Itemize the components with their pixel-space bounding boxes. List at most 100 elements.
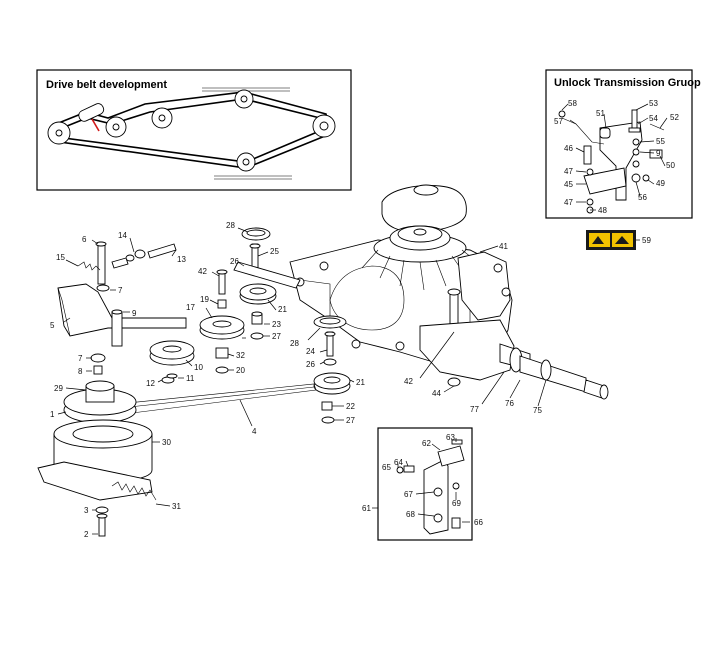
callout-61: 61 bbox=[362, 504, 371, 513]
callout-17: 17 bbox=[186, 303, 195, 312]
callout-49: 49 bbox=[656, 179, 665, 188]
nut-22 bbox=[321, 401, 333, 411]
callout-26-b: 26 bbox=[306, 360, 315, 369]
callout-26-a: 26 bbox=[230, 257, 239, 266]
callout-46: 46 bbox=[564, 144, 573, 153]
callout-9: 9 bbox=[132, 309, 137, 318]
callout-47-b: 47 bbox=[564, 198, 573, 207]
rear-axle bbox=[499, 343, 609, 400]
spacer-26-a bbox=[233, 261, 301, 289]
callout-11: 11 bbox=[186, 374, 195, 383]
callout-12: 12 bbox=[146, 379, 155, 388]
callout-4: 4 bbox=[252, 427, 257, 436]
callout-65: 65 bbox=[382, 463, 391, 472]
callout-53: 53 bbox=[649, 99, 658, 108]
nut-44 bbox=[447, 377, 461, 387]
callout-42-a: 42 bbox=[198, 267, 207, 276]
nut-7-a bbox=[96, 284, 110, 292]
unlock-knob-51 bbox=[599, 127, 611, 139]
nut-20 bbox=[215, 366, 229, 374]
callout-66: 66 bbox=[474, 518, 483, 527]
callout-50: 50 bbox=[666, 161, 675, 170]
callout-14: 14 bbox=[118, 231, 127, 240]
unlock-washer-58 bbox=[558, 110, 566, 118]
screw-63 bbox=[451, 439, 463, 445]
callout-27-b: 27 bbox=[346, 416, 355, 425]
axle-shaft bbox=[519, 355, 587, 393]
callout-20: 20 bbox=[236, 366, 245, 375]
callout-58: 58 bbox=[568, 99, 577, 108]
unlock-bolt-53 bbox=[631, 109, 638, 129]
axle-collar-76 bbox=[540, 359, 552, 381]
callout-8: 8 bbox=[78, 367, 83, 376]
spacer-66 bbox=[451, 517, 461, 529]
drive-belt-inset-title: Drive belt development bbox=[46, 79, 167, 91]
callout-31: 31 bbox=[172, 502, 181, 511]
unlock-bolt-50 bbox=[649, 149, 663, 159]
warning-decal-icon: 59 bbox=[586, 230, 651, 250]
callout-22: 22 bbox=[346, 402, 355, 411]
belt-tensioner-arm bbox=[78, 103, 105, 122]
callout-62: 62 bbox=[422, 439, 431, 448]
drive-belt-4: 4 bbox=[117, 383, 317, 436]
bolt-42-a bbox=[218, 271, 226, 295]
spring-31 bbox=[111, 481, 157, 501]
callout-13: 13 bbox=[177, 255, 186, 264]
callout-77: 77 bbox=[470, 405, 479, 414]
unlock-bracket bbox=[599, 121, 643, 201]
callout-69: 69 bbox=[452, 499, 461, 508]
callout-21-a: 21 bbox=[278, 305, 287, 314]
switch-bracket-68 bbox=[423, 459, 449, 535]
unlock-lever bbox=[561, 117, 605, 145]
belt-marker bbox=[91, 118, 100, 132]
callout-54: 54 bbox=[649, 114, 658, 123]
nut-8 bbox=[93, 365, 103, 375]
upper-idler-group: 28 25 26 42 19 21 17 23 27 32 20 28 24 2… bbox=[186, 221, 365, 425]
spacer-26-b bbox=[323, 358, 337, 366]
unlock-transmission-inset: Unlock Transmission Gruop bbox=[545, 69, 701, 219]
callout-30: 30 bbox=[162, 438, 171, 447]
callout-28-a: 28 bbox=[226, 221, 235, 230]
washer-14 bbox=[134, 249, 146, 259]
switch-hole-67 bbox=[433, 487, 443, 497]
nut-12 bbox=[166, 373, 178, 379]
callout-23: 23 bbox=[272, 320, 281, 329]
transmission-assembly: 41 42 44 77 76 75 bbox=[289, 184, 609, 415]
callout-19: 19 bbox=[200, 295, 209, 304]
bolt-13 bbox=[147, 243, 177, 259]
nut-32 bbox=[215, 347, 229, 359]
callout-15: 15 bbox=[56, 253, 65, 262]
bolt-6 bbox=[97, 243, 106, 285]
tensioner-bracket-5 bbox=[57, 283, 187, 337]
callout-10: 10 bbox=[194, 363, 203, 372]
tensioner-group: 6 14 15 13 7 5 9 7 8 10 11 12 bbox=[50, 231, 203, 388]
callout-42-b: 42 bbox=[404, 377, 413, 386]
pto-clutch-assembly: 29 1 30 31 3 2 bbox=[37, 380, 181, 539]
callout-55: 55 bbox=[656, 137, 665, 146]
clutch-plate bbox=[37, 461, 153, 501]
callout-5: 5 bbox=[50, 321, 55, 330]
unlock-nut-56 bbox=[631, 173, 641, 183]
screw-64 bbox=[403, 465, 415, 473]
unlock-inset-title: Unlock Transmission Gruop bbox=[554, 77, 701, 89]
switch-inset: 61 62 63 65 64 67 69 68 66 bbox=[362, 427, 483, 541]
callout-67: 67 bbox=[404, 490, 413, 499]
bolt-2 bbox=[98, 515, 106, 537]
callout-29: 29 bbox=[54, 384, 63, 393]
callout-56: 56 bbox=[638, 193, 647, 202]
callout-75: 75 bbox=[533, 406, 542, 415]
callout-3: 3 bbox=[84, 506, 89, 515]
callout-57: 57 bbox=[554, 117, 563, 126]
callout-7-b: 7 bbox=[78, 354, 83, 363]
callout-32: 32 bbox=[236, 351, 245, 360]
callout-1: 1 bbox=[50, 410, 55, 419]
callout-45: 45 bbox=[564, 180, 573, 189]
callout-6: 6 bbox=[82, 235, 87, 244]
callout-24: 24 bbox=[306, 347, 315, 356]
washer-69 bbox=[452, 482, 460, 490]
callout-47-a: 47 bbox=[564, 167, 573, 176]
callout-48: 48 bbox=[598, 206, 607, 215]
unlock-pin-46 bbox=[583, 145, 592, 165]
nut-27-a bbox=[250, 332, 264, 340]
